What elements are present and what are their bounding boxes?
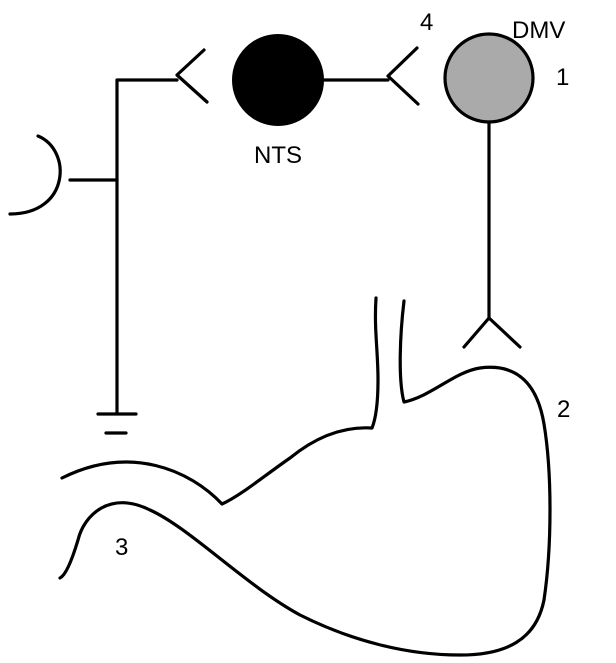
stomach: [58, 296, 552, 657]
afferent-fiber: [8, 48, 209, 435]
efferent-fiber: [462, 120, 522, 349]
nts-dmv-connection: [322, 46, 420, 106]
esophagus-right-wall: [58, 299, 552, 657]
nts-label: NTS: [254, 142, 302, 169]
efferent-synapse: [462, 316, 522, 349]
label-2: 2: [557, 396, 570, 423]
nts-dmv-synapse: [386, 46, 420, 106]
esophagus-left-wall: [60, 296, 380, 506]
dmv-neuron: [443, 32, 535, 124]
afferent-nts-synapse: [175, 48, 209, 104]
sensory-ending-arc: [8, 134, 62, 216]
dmv-label: DMV: [512, 17, 565, 44]
label-3: 3: [115, 534, 128, 561]
label-1: 1: [556, 64, 569, 91]
nts-neuron: [232, 34, 324, 126]
label-4: 4: [420, 9, 433, 36]
afferent-main-line: [115, 78, 179, 414]
